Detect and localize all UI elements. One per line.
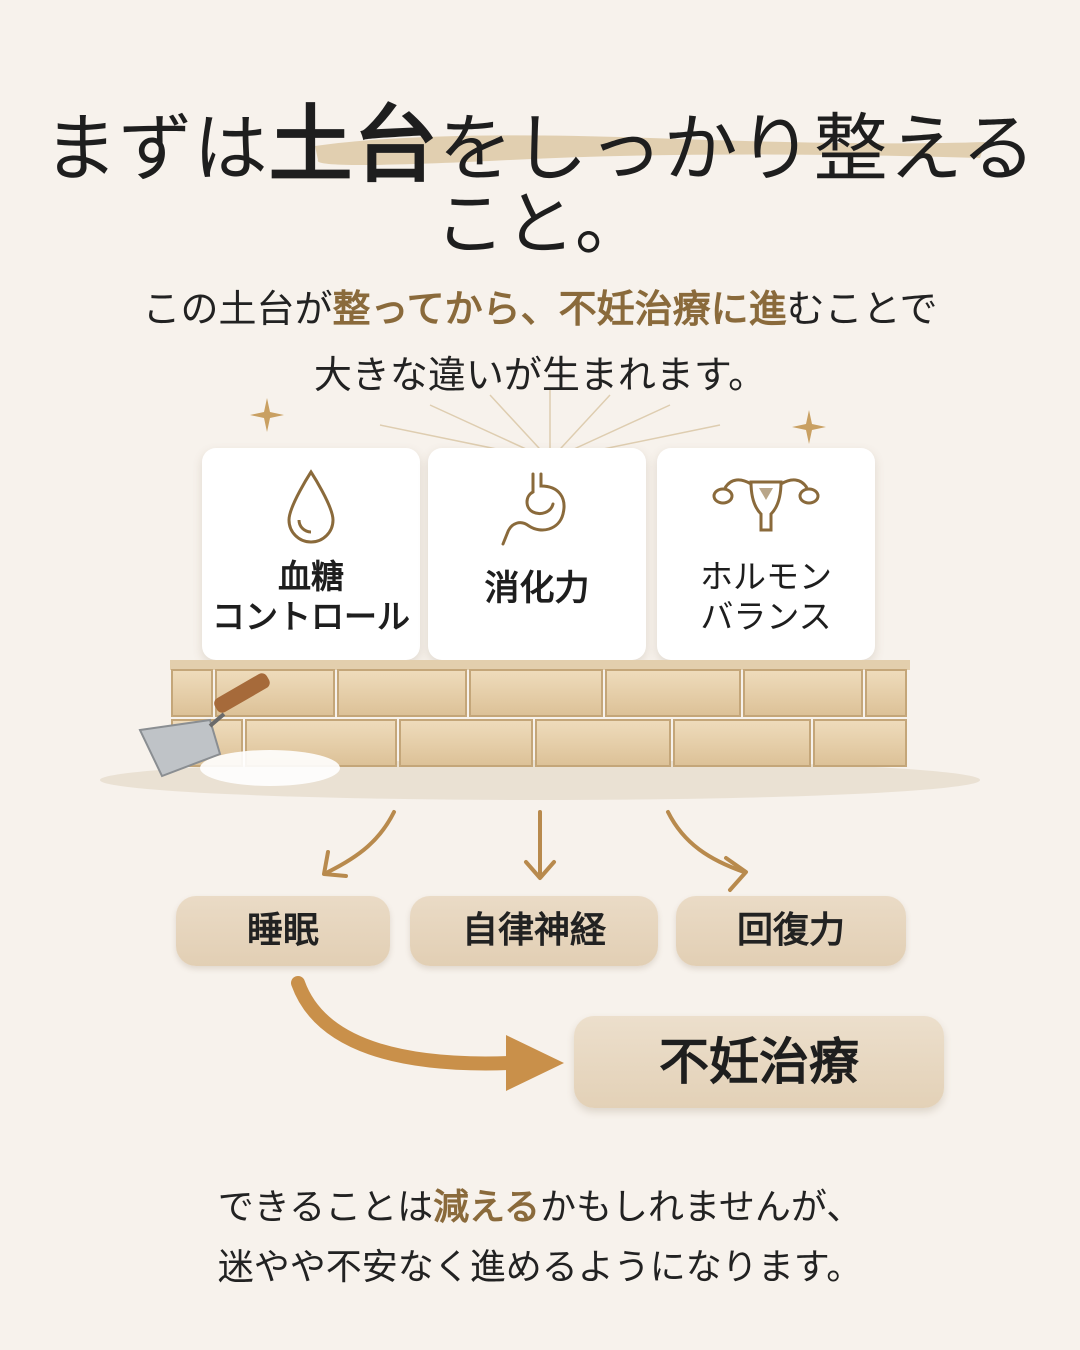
big-curved-arrow <box>291 976 564 1091</box>
brick-wall <box>100 660 980 800</box>
result-pill-recovery: 回復力 <box>676 896 906 966</box>
title-emphasis: 土台 <box>268 96 439 194</box>
flow-arrows <box>322 810 748 892</box>
card-label-line1: 血糖 <box>278 557 344 596</box>
page-title: まずは土台をしっかり整える <box>43 96 1037 194</box>
goal-pill-fertility-treatment: 不妊治療 <box>574 1016 944 1108</box>
trowel-icon <box>138 673 270 778</box>
subtitle-line2: 大きな違いが生まれます。 <box>313 353 767 397</box>
card-label-line1: 消化力 <box>484 569 590 609</box>
card-digestion: 消化力 <box>428 448 646 660</box>
card-hormone-balance: ホルモン バランス <box>657 448 875 660</box>
stomach-icon <box>501 472 566 546</box>
page-title-line2: こと。 <box>435 183 645 265</box>
card-label-line2: コントロール <box>212 597 410 636</box>
card-blood-sugar: 血糖 コントロール <box>202 448 420 660</box>
result-pill-sleep: 睡眠 <box>176 896 390 966</box>
brush-underline <box>315 135 985 165</box>
result-pill-autonomic-nerves: 自律神経 <box>410 896 658 966</box>
footer-line2: 迷やや不安なく進めるようになります。 <box>217 1247 863 1288</box>
card-label-line1: ホルモン <box>700 557 832 596</box>
subtitle-line1: この土台が整ってから、不妊治療に進むことで <box>142 287 938 331</box>
sparkle-icon <box>792 410 826 444</box>
card-label-line2: バランス <box>700 597 832 636</box>
water-drop-icon <box>287 469 335 544</box>
uterus-icon <box>712 478 820 532</box>
sparkle-icon <box>250 398 284 432</box>
footer-line1: できることは減えるかもしれませんが、 <box>217 1187 863 1228</box>
